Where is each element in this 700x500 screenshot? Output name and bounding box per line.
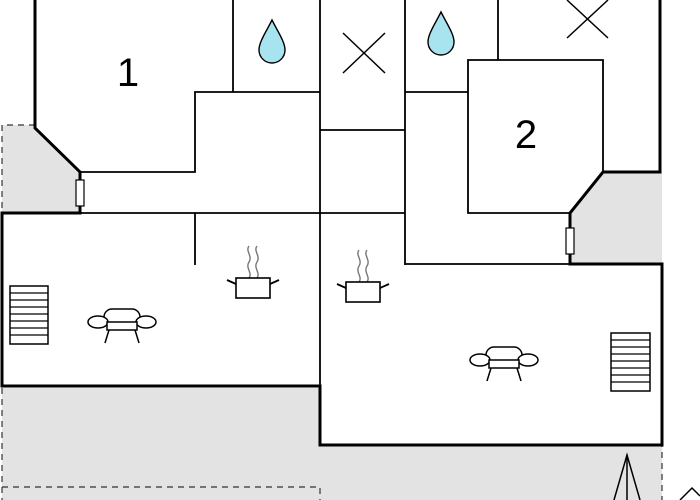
door-icon (565, 227, 575, 255)
cooking-pot-icon (336, 249, 390, 303)
boundary-left-upper (1, 124, 35, 213)
sofa-icon (87, 308, 157, 344)
cooking-pot-icon (226, 245, 280, 299)
terrace-left-upper (2, 125, 80, 213)
door-icon (75, 179, 85, 207)
water-drop-icon (258, 18, 286, 64)
terrace-bottom (2, 388, 662, 500)
room-number-1: 1 (117, 51, 139, 95)
doors (75, 179, 575, 255)
wall-bedroom1 (80, 91, 320, 173)
cross-icon (566, 0, 609, 39)
wall-bedroom2-bottom (467, 92, 570, 214)
north-arrow-icon (613, 452, 700, 500)
stairs-icon (610, 332, 651, 392)
wall-bedroom2 (467, 59, 604, 172)
room-number-2: 2 (515, 113, 537, 157)
cross-icon (342, 32, 386, 74)
stairs-icon (9, 285, 49, 345)
exterior-walls (0, 0, 664, 447)
sofa-icon (469, 346, 539, 382)
property-boundary (1, 124, 663, 500)
terraces (2, 125, 662, 500)
outer-wall-left-house (0, 0, 664, 447)
interior-walls (80, 0, 604, 386)
water-drop-icon (427, 10, 455, 56)
terrace-right-upper (570, 172, 662, 265)
